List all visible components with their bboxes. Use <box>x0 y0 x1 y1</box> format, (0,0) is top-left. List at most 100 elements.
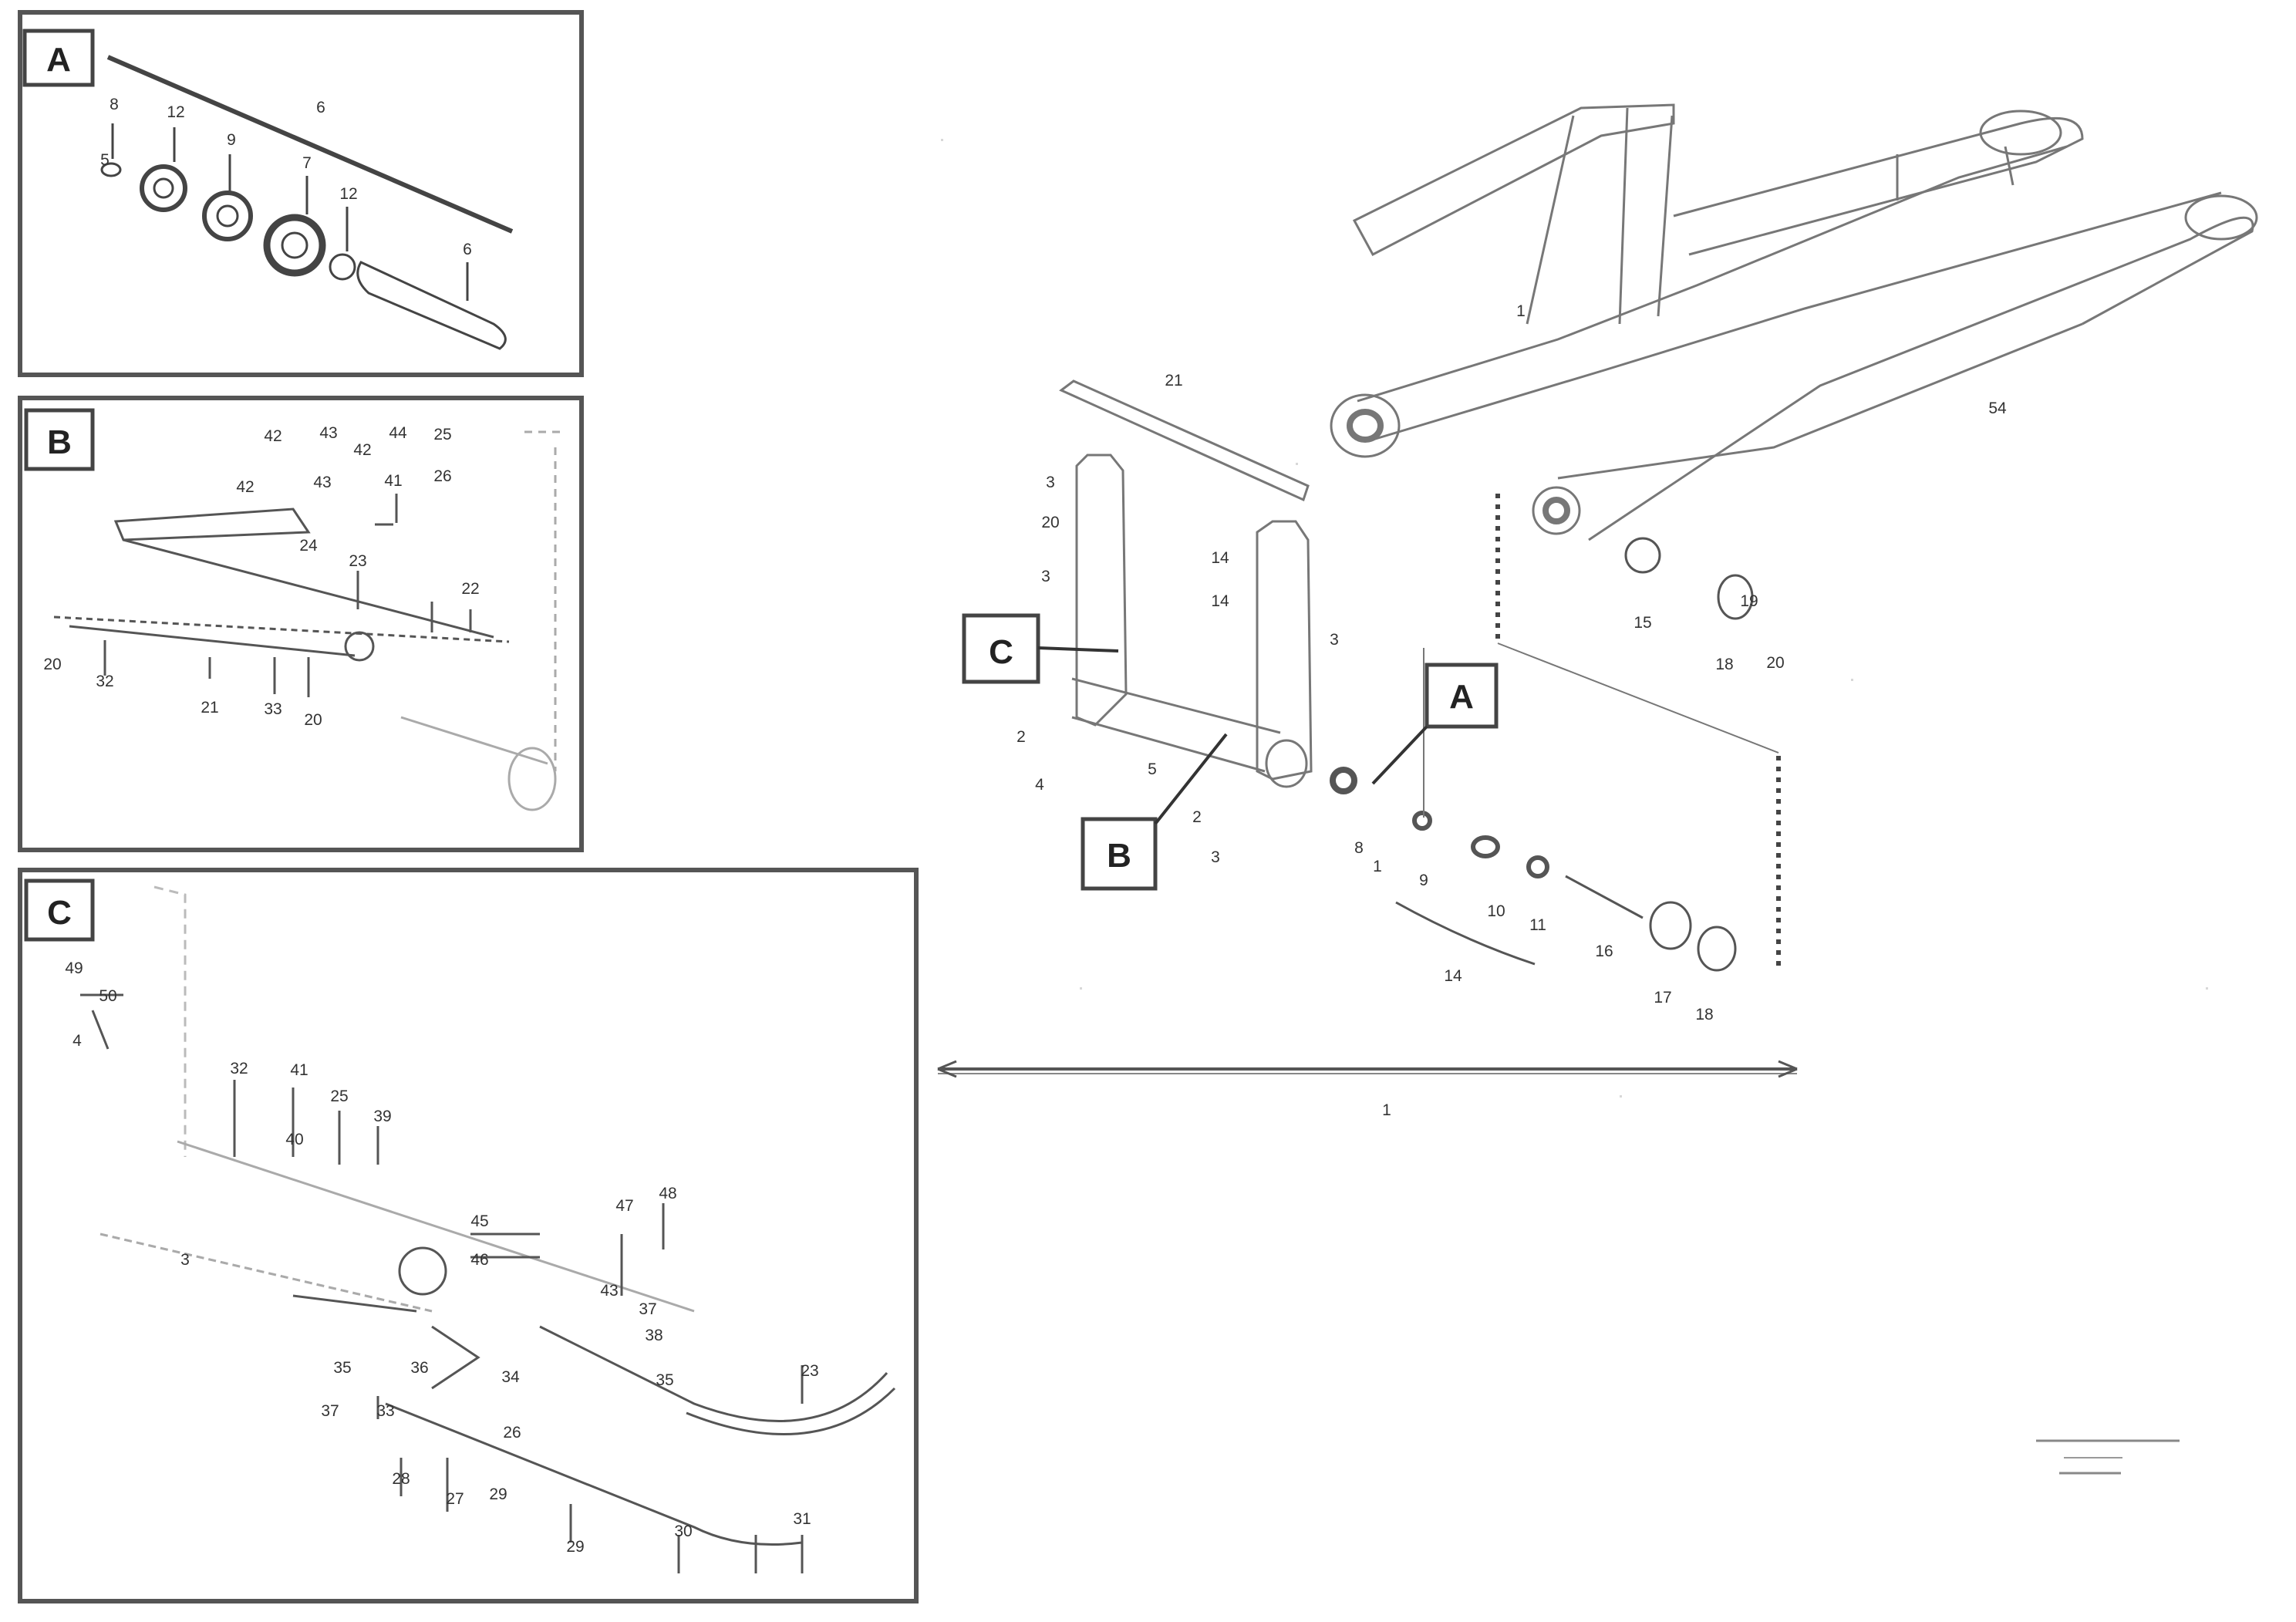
zoom-callout-a[interactable]: A <box>1371 663 1499 785</box>
callout-label: 50 <box>99 987 116 1005</box>
callout-label: 12 <box>339 185 357 203</box>
callout-label: 34 <box>501 1368 520 1386</box>
callout-label: 30 <box>674 1523 692 1540</box>
callout-label: 43 <box>600 1282 618 1300</box>
assembly-guide-lines <box>1423 642 1779 818</box>
bearing-icon <box>263 214 326 277</box>
callout-label: 39 <box>373 1108 391 1125</box>
callout-label: 40 <box>285 1131 303 1148</box>
callout-label: 12 <box>167 103 184 121</box>
panel-b-drawing <box>53 430 563 811</box>
panel-c: C 49 50 4 32 41 <box>18 868 919 1603</box>
panel-a-label: A <box>46 41 71 79</box>
fitting-icon <box>398 1246 447 1296</box>
callout-label: 43 <box>319 424 337 442</box>
drawing-stamp <box>2036 1439 2180 1475</box>
washer-icon <box>100 162 122 177</box>
bolt-icon <box>344 631 375 662</box>
callout-label: 20 <box>1041 514 1059 531</box>
panel-b-callouts: 42 43 44 25 42 26 42 41 43 24 23 22 20 3… <box>43 424 479 729</box>
panel-c-label: C <box>47 894 72 932</box>
callout-label: 3 <box>1330 631 1339 649</box>
callout-label: 42 <box>353 441 371 459</box>
callout-label: 22 <box>461 580 479 598</box>
callout-label: 33 <box>376 1402 394 1420</box>
callout-label: 23 <box>349 552 366 570</box>
bushing-icon <box>202 191 253 241</box>
callout-label: 11 <box>1529 916 1546 934</box>
callout-label: 32 <box>96 673 113 690</box>
callout-label: 38 <box>645 1327 663 1344</box>
callout-label: 20 <box>304 711 322 729</box>
callout-label: 35 <box>656 1371 673 1389</box>
callout-label: 29 <box>489 1485 507 1503</box>
callout-label: 23 <box>801 1362 818 1380</box>
callout-label: 9 <box>1419 872 1428 889</box>
arm-links <box>1059 379 1313 788</box>
callout-label: 18 <box>1715 656 1733 673</box>
zoom-label-a: A <box>1449 678 1474 716</box>
callout-label: 54 <box>1988 400 2007 417</box>
callout-label: 17 <box>1654 989 1671 1007</box>
zoom-label-c: C <box>989 633 1013 671</box>
callout-label: 20 <box>43 656 61 673</box>
zoom-callout-c[interactable]: C <box>962 613 1119 684</box>
callout-label: 3 <box>1046 474 1055 491</box>
callout-label: 26 <box>433 467 451 485</box>
callout-label: 29 <box>566 1538 584 1556</box>
panel-c-callouts: 49 50 4 32 41 25 39 40 3 45 46 47 48 43 … <box>65 959 818 1556</box>
panel-a-label-box <box>22 29 95 87</box>
callout-label: 37 <box>639 1300 656 1318</box>
callout-label: 14 <box>1211 549 1229 567</box>
panel-b-label: B <box>47 423 72 461</box>
callout-label: 36 <box>410 1359 428 1377</box>
panel-b-border <box>18 396 584 852</box>
callout-label: 6 <box>463 241 472 258</box>
callout-label: 35 <box>333 1359 351 1377</box>
zoom-callout-b[interactable]: B <box>1081 733 1228 891</box>
callout-label: 25 <box>330 1088 348 1105</box>
callout-label: 21 <box>201 699 218 717</box>
callout-label: 3 <box>1041 568 1050 585</box>
callout-label: 41 <box>290 1061 308 1079</box>
bushing-icon <box>140 164 187 212</box>
boom-frame <box>1330 103 2258 541</box>
callout-label: 46 <box>470 1251 488 1269</box>
panel-c-border <box>18 868 919 1603</box>
callout-label: 2 <box>1017 728 1026 746</box>
callout-label: 8 <box>1354 839 1364 857</box>
panel-a-assembly-line <box>106 55 514 234</box>
callout-label: 18 <box>1695 1006 1713 1023</box>
panel-a-drawing <box>100 55 514 350</box>
pin-icon <box>356 261 507 350</box>
background-marks <box>941 139 2208 1098</box>
callout-label: 42 <box>264 427 282 445</box>
assembly-extent-line: 1 <box>937 1060 1798 1119</box>
panel-a: A 8 6 12 9 7 12 5 6 <box>18 10 584 377</box>
main-callouts: 21 3 20 3 14 14 3 2 4 5 2 3 1 54 15 18 1… <box>1017 302 2007 1023</box>
callout-label: 31 <box>793 1510 811 1528</box>
callout-label: 4 <box>72 1032 82 1050</box>
callout-label: 15 <box>1633 614 1651 632</box>
zoom-label-b: B <box>1107 837 1131 875</box>
main-assembly: C A B 21 3 20 3 14 14 3 2 4 5 2 3 1 54 <box>937 103 2258 1119</box>
callout-label: 49 <box>65 959 83 977</box>
callout-label: 19 <box>1740 592 1758 610</box>
callout-label: 32 <box>230 1060 248 1077</box>
callout-label: 1 <box>1373 858 1382 875</box>
panel-b-label-box <box>24 408 95 471</box>
callout-label: 14 <box>1211 592 1229 610</box>
panel-c-label-box <box>24 878 95 942</box>
callout-label: 42 <box>236 478 254 496</box>
callout-label: 9 <box>227 131 236 149</box>
pin-parts <box>1330 537 1754 972</box>
callout-label: 26 <box>503 1424 521 1442</box>
callout-label: 2 <box>1192 808 1202 826</box>
callout-label: 43 <box>313 474 331 491</box>
callout-label: 24 <box>299 537 318 555</box>
callout-label: 25 <box>433 426 451 443</box>
callout-label: 3 <box>180 1251 190 1269</box>
callout-label: 48 <box>659 1185 676 1202</box>
callout-label: 28 <box>392 1470 410 1488</box>
callout-label: 47 <box>615 1197 633 1215</box>
